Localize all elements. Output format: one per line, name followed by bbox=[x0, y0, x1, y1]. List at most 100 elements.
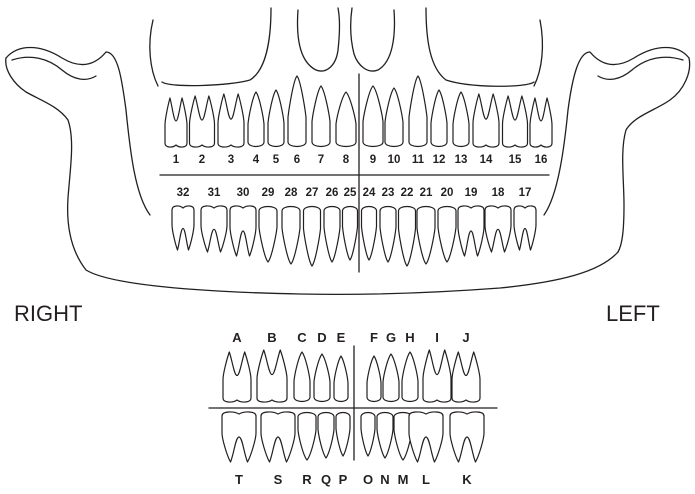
tooth-number-6: 6 bbox=[294, 154, 300, 166]
tooth-number-5: 5 bbox=[273, 154, 280, 166]
tooth-letter-I: I bbox=[435, 330, 439, 345]
permanent-upper-numbers: 1 2 3 4 5 6 7 8 9 10 11 12 13 14 15 16 bbox=[173, 154, 548, 166]
tooth-number-20: 20 bbox=[441, 187, 454, 199]
primary-lower-tooth-S bbox=[261, 412, 295, 462]
permanent-lower-tooth-27 bbox=[304, 207, 321, 267]
primary-lower-tooth-N bbox=[377, 413, 393, 459]
primary-lower-tooth-K bbox=[450, 412, 484, 462]
permanent-lower-tooth-19 bbox=[458, 206, 484, 256]
tooth-number-19: 19 bbox=[465, 187, 478, 199]
tooth-letter-E: E bbox=[337, 330, 346, 345]
primary-lower-tooth-O bbox=[361, 413, 375, 457]
left-ramus-outer bbox=[544, 48, 689, 216]
permanent-upper-tooth-7 bbox=[312, 86, 330, 147]
tooth-number-10: 10 bbox=[388, 154, 401, 166]
permanent-lower-tooth-26 bbox=[324, 207, 340, 263]
primary-upper-letters: A B C D E F G H I J bbox=[232, 330, 469, 345]
tooth-number-14: 14 bbox=[480, 154, 493, 166]
tooth-number-3: 3 bbox=[228, 154, 234, 166]
tooth-number-27: 27 bbox=[306, 187, 319, 199]
permanent-lower-tooth-18 bbox=[485, 206, 511, 252]
tooth-number-21: 21 bbox=[420, 187, 433, 199]
permanent-lower-tooth-29 bbox=[259, 207, 277, 263]
tooth-number-12: 12 bbox=[433, 154, 446, 166]
permanent-lower-numbers: 32 31 30 29 28 27 26 25 24 23 22 21 20 1… bbox=[177, 187, 532, 199]
permanent-upper-tooth-3 bbox=[218, 94, 244, 147]
tooth-number-8: 8 bbox=[343, 154, 350, 166]
primary-lower-tooth-P bbox=[336, 413, 350, 457]
tooth-letter-Q: Q bbox=[321, 472, 331, 487]
tooth-number-13: 13 bbox=[455, 154, 468, 166]
permanent-lower-teeth bbox=[172, 206, 536, 266]
tooth-letter-H: H bbox=[405, 330, 414, 345]
tooth-number-28: 28 bbox=[285, 187, 298, 199]
tooth-letter-J: J bbox=[462, 330, 469, 345]
permanent-upper-tooth-6 bbox=[288, 76, 306, 147]
tooth-letter-T: T bbox=[235, 472, 243, 487]
tooth-letter-A: A bbox=[232, 330, 242, 345]
left-side-label: LEFT bbox=[606, 301, 660, 326]
tooth-letter-P: P bbox=[339, 472, 348, 487]
primary-lower-tooth-R bbox=[298, 413, 316, 461]
permanent-upper-tooth-11 bbox=[409, 76, 427, 147]
tooth-number-18: 18 bbox=[492, 187, 505, 199]
primary-upper-tooth-B bbox=[257, 350, 287, 402]
permanent-lower-tooth-17 bbox=[514, 206, 536, 250]
permanent-upper-tooth-10 bbox=[385, 88, 403, 147]
tooth-number-22: 22 bbox=[401, 187, 414, 199]
primary-upper-tooth-D bbox=[314, 354, 330, 402]
primary-upper-tooth-F bbox=[367, 356, 381, 402]
tooth-letter-F: F bbox=[370, 330, 378, 345]
tooth-number-23: 23 bbox=[382, 187, 395, 199]
tooth-letter-S: S bbox=[274, 472, 283, 487]
tooth-number-26: 26 bbox=[326, 187, 339, 199]
primary-upper-tooth-E bbox=[334, 356, 348, 402]
tooth-number-24: 24 bbox=[363, 187, 376, 199]
tooth-number-9: 9 bbox=[370, 154, 376, 166]
primary-upper-tooth-I bbox=[423, 350, 451, 402]
tooth-number-1: 1 bbox=[173, 154, 180, 166]
tooth-letter-O: O bbox=[363, 472, 373, 487]
tooth-letter-N: N bbox=[380, 472, 389, 487]
permanent-upper-tooth-15 bbox=[503, 96, 528, 147]
tooth-letter-K: K bbox=[462, 472, 472, 487]
permanent-lower-tooth-31 bbox=[201, 206, 227, 252]
tooth-number-16: 16 bbox=[535, 154, 548, 166]
permanent-upper-tooth-16 bbox=[530, 98, 552, 147]
primary-upper-tooth-J bbox=[452, 352, 480, 402]
tooth-letter-D: D bbox=[317, 330, 326, 345]
permanent-lower-tooth-30 bbox=[230, 206, 256, 256]
left-condyle bbox=[618, 58, 690, 252]
tooth-number-11: 11 bbox=[412, 154, 425, 166]
permanent-upper-tooth-1 bbox=[165, 98, 187, 147]
tooth-number-31: 31 bbox=[208, 187, 221, 199]
maxilla-right-outline bbox=[534, 20, 542, 86]
permanent-upper-tooth-13 bbox=[453, 92, 469, 147]
tooth-number-30: 30 bbox=[237, 187, 250, 199]
tooth-number-17: 17 bbox=[519, 187, 532, 199]
primary-lower-tooth-T bbox=[222, 412, 256, 462]
tooth-number-29: 29 bbox=[262, 187, 275, 199]
permanent-lower-tooth-20 bbox=[438, 207, 456, 263]
center-right-nasal-line bbox=[351, 8, 395, 71]
tooth-number-4: 4 bbox=[253, 154, 260, 166]
tooth-number-7: 7 bbox=[318, 154, 324, 166]
primary-lower-letters: T S R Q P O N M L K bbox=[235, 472, 472, 487]
permanent-lower-tooth-21 bbox=[417, 207, 435, 265]
permanent-upper-tooth-14 bbox=[473, 94, 499, 147]
maxilla-left-outline bbox=[150, 20, 158, 86]
primary-upper-tooth-C bbox=[294, 352, 310, 402]
permanent-upper-tooth-5 bbox=[268, 90, 284, 147]
right-nasal-cavity bbox=[426, 8, 534, 86]
permanent-upper-tooth-8 bbox=[336, 92, 356, 147]
permanent-lower-tooth-22 bbox=[399, 207, 416, 267]
primary-lower-tooth-L bbox=[409, 412, 443, 462]
primary-upper-tooth-H bbox=[402, 352, 418, 402]
permanent-lower-tooth-25 bbox=[343, 207, 358, 261]
permanent-upper-tooth-12 bbox=[431, 90, 447, 147]
permanent-upper-tooth-2 bbox=[190, 96, 215, 147]
right-ramus-outer bbox=[6, 48, 150, 216]
primary-lower-tooth-Q bbox=[318, 413, 334, 459]
